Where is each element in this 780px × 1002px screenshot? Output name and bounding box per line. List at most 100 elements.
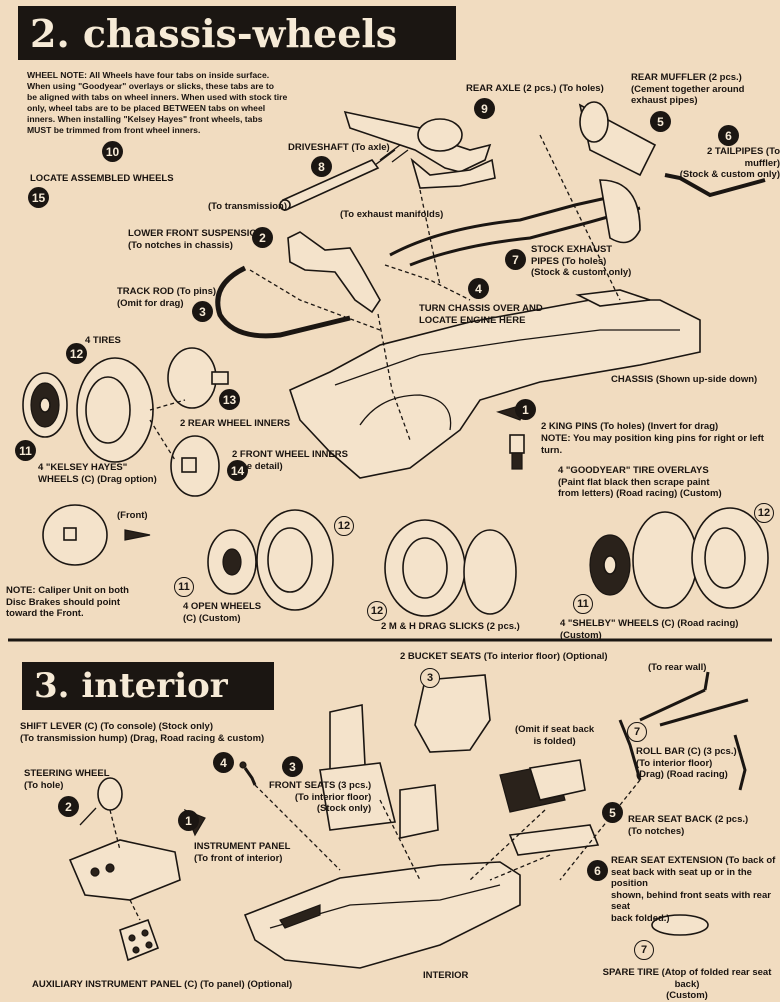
label-front-wheel-inners: 2 FRONT WHEEL INNERS (See detail) xyxy=(232,449,348,472)
label-spare-tire: SPARE TIRE (Atop of folded rear seat bac… xyxy=(594,967,780,1002)
label-goodyear-line: (Paint flat black then scrape paint xyxy=(558,476,710,488)
label-interior: INTERIOR xyxy=(423,970,469,981)
wheel-note-line: When using "Goodyear" overlays or slicks… xyxy=(27,81,274,91)
wheel-note-line: MUST be trimmed from front wheel inners. xyxy=(27,125,201,135)
label-omit-line: (Omit if seat back xyxy=(515,724,595,735)
label-shelby-wheels: 4 "SHELBY" WHEELS (C) (Road racing) (Cus… xyxy=(560,618,739,641)
label-shift-lever-line: SHIFT LEVER (C) (To console) (Stock only… xyxy=(20,721,213,732)
step-11-outline-badge: 11 xyxy=(573,594,593,614)
label-roll-bar: ROLL BAR (C) (3 pcs.) (To interior floor… xyxy=(636,746,737,781)
open-wheel-part xyxy=(207,509,334,611)
step-8-badge: 8 xyxy=(311,156,332,177)
caliper-note-line: Disc Brakes should point xyxy=(6,596,121,608)
step-1-badge: 1 xyxy=(515,399,536,420)
step-6-badge: 6 xyxy=(718,125,739,146)
label-front-seats: FRONT SEATS (3 pcs.) (To interior floor)… xyxy=(269,780,371,815)
wheel-note-head: WHEEL NOTE: xyxy=(27,70,87,80)
label-aux-panel: AUXILIARY INSTRUMENT PANEL (C) (To panel… xyxy=(32,979,293,990)
label-roll-bar-line: (To interior floor) xyxy=(636,757,713,769)
label-steering-line: STEERING WHEEL xyxy=(24,768,110,779)
tailpipe-part xyxy=(664,173,766,198)
roll-bar-part xyxy=(618,671,749,791)
label-roll-bar-line: ROLL BAR (C) (3 pcs.) xyxy=(636,746,737,757)
label-track-rod-line: TRACK ROD (To pins) xyxy=(117,286,217,297)
label-tailpipes-line: (Stock & custom only) xyxy=(679,169,780,180)
label-spare-line: (Custom) xyxy=(666,990,708,1001)
step-15-badge: 15 xyxy=(28,187,49,208)
label-caliper-note: NOTE: Caliper Unit on both Disc Brakes s… xyxy=(6,585,146,620)
instrument-panel-part xyxy=(68,839,181,901)
label-rear-inners: 2 REAR WHEEL INNERS xyxy=(180,418,291,429)
label-omit-line: is folded) xyxy=(533,735,576,747)
label-instrument-line: (To front of interior) xyxy=(194,852,283,864)
step-7-outline-badge: 7 xyxy=(627,722,647,742)
label-tailpipes: 2 TAILPIPES (To muffler) (Stock & custom… xyxy=(672,146,780,181)
step-9-badge: 9 xyxy=(474,98,495,119)
chassis-part xyxy=(289,289,701,479)
step-4-badge: 4 xyxy=(468,278,489,299)
label-turn-chassis: TURN CHASSIS OVER AND LOCATE ENGINE HERE xyxy=(419,303,543,326)
step-2-badge: 2 xyxy=(252,227,273,248)
label-stock-exhaust-line: PIPES (To holes) xyxy=(531,255,607,267)
tire-part xyxy=(76,357,154,463)
label-steering-wheel: STEERING WHEEL (To hole) xyxy=(24,768,110,791)
shelby-wheel-part xyxy=(589,507,769,609)
step-6-badge: 6 xyxy=(587,860,608,881)
label-front-inners-line: (See detail) xyxy=(232,460,283,472)
exhaust-pipes-part xyxy=(389,179,641,267)
label-goodyear-line: 4 "GOODYEAR" TIRE OVERLAYS xyxy=(558,465,709,476)
label-stock-exhaust: STOCK EXHAUST PIPES (To holes) (Stock & … xyxy=(531,244,631,279)
step-5-badge: 5 xyxy=(602,802,623,823)
label-front-seats-line: FRONT SEATS (3 pcs.) xyxy=(269,780,372,791)
section3-title-bar: 3. interior xyxy=(22,662,274,710)
label-rear-seat-extension: REAR SEAT EXTENSION (To back of seat bac… xyxy=(611,855,780,924)
steering-wheel-part xyxy=(79,777,123,826)
rear-seat-back-part xyxy=(499,759,586,813)
bucket-seat-part xyxy=(414,674,491,753)
label-front: (Front) xyxy=(117,510,148,521)
wheel-note-line: only, wheel tabs are to be placed BETWEE… xyxy=(27,103,266,113)
label-spare-line: SPARE TIRE (Atop of folded rear seat bac… xyxy=(602,967,772,990)
step-12-outline-badge: 12 xyxy=(367,601,387,621)
rear-muffler-part xyxy=(578,101,657,177)
section2-title-bar: 2. chassis-wheels xyxy=(18,6,456,60)
step-3-badge: 3 xyxy=(192,301,213,322)
caliper-note-head: NOTE: xyxy=(6,585,36,596)
label-goodyear-overlays: 4 "GOODYEAR" TIRE OVERLAYS (Paint flat b… xyxy=(558,465,722,500)
label-front-seats-line: (To interior floor) xyxy=(294,791,372,803)
label-rear-seat-back-line: REAR SEAT BACK (2 pcs.) xyxy=(628,814,749,825)
rear-seat-extension-part xyxy=(508,824,600,856)
king-pin-part xyxy=(509,434,525,470)
step-11-badge: 11 xyxy=(15,440,36,461)
front-seats-part xyxy=(319,704,439,839)
label-to-exhaust-manifolds: (To exhaust manifolds) xyxy=(340,209,444,220)
shift-lever-part xyxy=(243,767,257,786)
label-stock-exhaust-line: (Stock & custom only) xyxy=(531,267,632,278)
caliper-note-line: toward the Front. xyxy=(6,608,84,619)
label-rear-axle: REAR AXLE (2 pcs.) (To holes) xyxy=(466,83,604,94)
label-stock-exhaust-line: STOCK EXHAUST xyxy=(531,244,613,255)
label-turn-chassis-line: TURN CHASSIS OVER AND xyxy=(419,303,543,314)
label-rear-ext-line: REAR SEAT EXTENSION (To back of xyxy=(611,855,776,866)
label-instrument-line: INSTRUMENT PANEL xyxy=(194,841,291,852)
wheel-note-line: All Wheels have four tabs on inside surf… xyxy=(89,70,270,80)
section3-title: 3. interior xyxy=(34,666,228,706)
step-14-badge: 14 xyxy=(227,460,248,481)
step-1-badge: 1 xyxy=(178,810,199,831)
caliper-note-line: Caliper Unit on both xyxy=(38,585,129,596)
label-rear-ext-line: seat back with seat up or in the positio… xyxy=(611,866,752,890)
step-5-badge: 5 xyxy=(650,111,671,132)
rear-wheel-inner-part xyxy=(167,347,229,409)
label-roll-bar-line: (Drag) (Road racing) xyxy=(636,769,728,780)
label-instrument-panel: INSTRUMENT PANEL (To front of interior) xyxy=(194,841,290,864)
label-rear-seat-back-line: (To notches) xyxy=(628,825,685,837)
label-chassis: CHASSIS (Shown up-side down) xyxy=(611,374,758,385)
wheel-note-line: be aligned with tabs on wheel inners. Wh… xyxy=(27,92,288,102)
label-king-pins: 2 KING PINS (To holes) (Invert for drag) xyxy=(541,421,719,432)
interior-tub-part xyxy=(243,861,521,969)
label-driveshaft: DRIVESHAFT (To axle) xyxy=(288,142,390,153)
aux-instrument-panel-part xyxy=(119,918,160,962)
track-rod-part xyxy=(215,265,351,339)
label-drag-slicks: 2 M & H DRAG SLICKS (2 pcs.) xyxy=(381,621,520,632)
